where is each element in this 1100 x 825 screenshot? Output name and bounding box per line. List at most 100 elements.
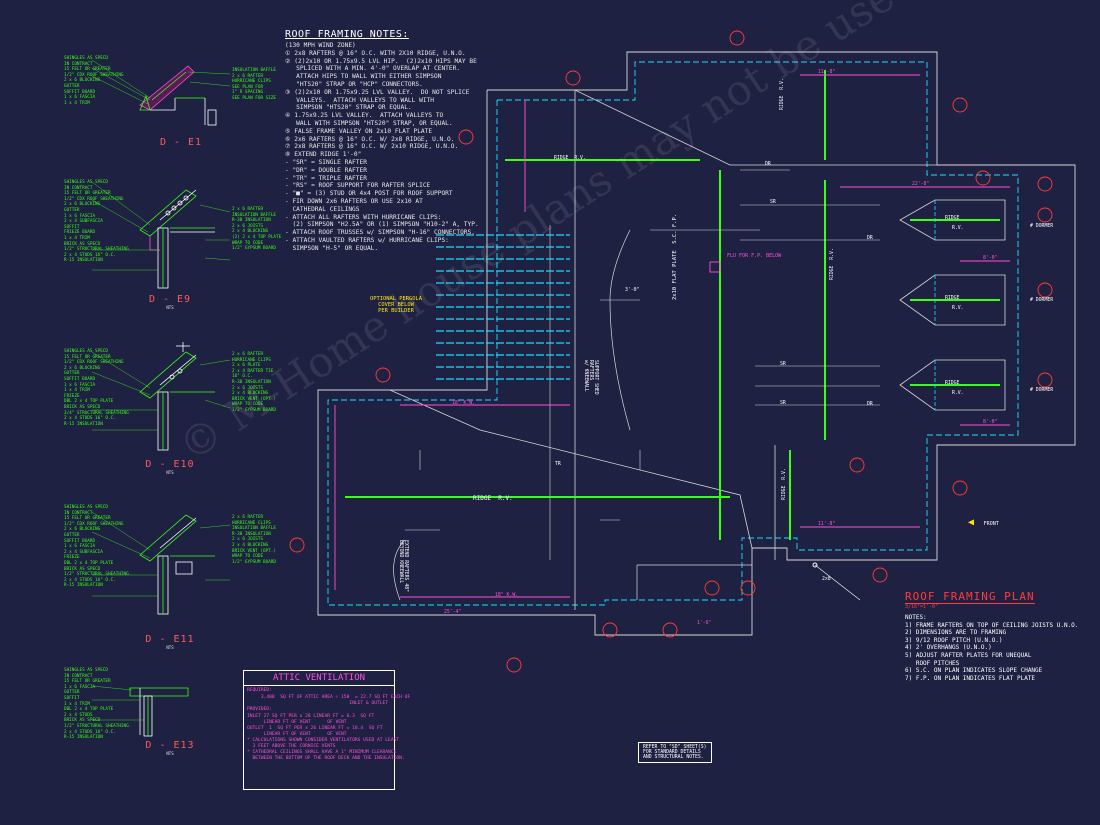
- detail-drawing-e9: [91, 181, 231, 289]
- roof-note-line: SIMPSON "H-5" OR EQUAL.: [285, 244, 379, 252]
- pergola-rafters: [436, 234, 570, 380]
- dormer-tag-2: # DORMER: [1030, 298, 1054, 303]
- detail-label: SHINGLES AS SPECD: [64, 180, 108, 185]
- plan-scale: 3/16"=1'-0": [905, 604, 939, 610]
- detail-e11-title: D - E11: [145, 634, 195, 645]
- sr-label-1: SR: [770, 200, 776, 205]
- detail-label: 2 x 4 STUDS 16" O.C.: [64, 416, 116, 422]
- detail-label: 2 x 6 BLOCKING: [64, 202, 101, 208]
- detail-label: 15 FELT OR GREATER: [64, 516, 111, 522]
- detail-label: SEE PLAN FOR SIZE: [232, 95, 276, 101]
- detail-label: 1/2" CDX ROOF SHEATHING: [64, 196, 124, 202]
- detail-label: 2 x 6 JOISTS: [232, 537, 264, 543]
- detail-label: 1/2" GYPSUM BOARD: [232, 246, 276, 252]
- dim-right-mid: 8'-0": [983, 256, 998, 261]
- plan-note: 1) FRAME RAFTERS ON TOP OF CEILING JOIST…: [905, 621, 1079, 629]
- detail-e9-scale: NTS: [166, 305, 174, 310]
- plan-note: 6) S.C. ON PLAN INDICATES SLOPE CHANGE: [905, 667, 1043, 675]
- front-label: FRONT: [983, 521, 999, 527]
- ridge-label-upper: RIDGE R.V.: [554, 156, 586, 161]
- front-arrow-icon: ◀: [968, 517, 975, 528]
- detail-label: 1/2" GYPSUM BOARD: [232, 407, 276, 413]
- detail-label: 1/2" GYPSUM BOARD: [232, 559, 276, 565]
- pergola-note: OPTIONAL PERGOLA COVER BELOW PER BUILDER: [370, 296, 422, 314]
- detail-label: SOFFIT BOARD: [64, 376, 96, 382]
- detail-label: 1 x 4 TRIM: [64, 100, 90, 106]
- detail-label: 1 x 4 TRIM: [64, 388, 90, 394]
- detail-label: 2 x 4 BLOCKING: [232, 229, 269, 235]
- detail-label: 1/2" STRUCTURAL SHEATHING: [64, 572, 129, 578]
- ridge-vertical-label: RIDGE R.V.: [830, 248, 835, 280]
- detail-label: GUTTER: [64, 207, 80, 213]
- roof-note-line: ⑧ EXTEND RIDGE 1'-0": [285, 151, 362, 159]
- attic-row: * CATHEDRAL CEILINGS SHALL HAVE A 1" MIN…: [247, 750, 397, 755]
- kw-label-top: 18" K.W.: [452, 401, 476, 406]
- detail-e10-title: D - E10: [145, 459, 195, 470]
- roof-note-line: SPLICED WITH A MIN. 4'-0" OVERLAP AT CEN…: [285, 65, 461, 73]
- roof-note-line: - "DR" = DOUBLE RAFTER: [285, 166, 367, 174]
- detail-label: DBL 2 x 4 TOP PLATE: [64, 707, 114, 713]
- detail-e13-title-block: D - E13 NTS: [140, 740, 200, 756]
- detail-e9-title: D - E9: [148, 294, 192, 305]
- detail-label: 2 x 4 STUDS 16" O.C.: [64, 577, 116, 583]
- attic-row: INLET & OUTLET: [247, 701, 389, 706]
- attic-row: 3,408 SQ FT OF ATTIC AREA ÷ 150 = 22.7 S…: [247, 695, 411, 700]
- detail-label: GUTTER: [64, 532, 80, 538]
- detail-label: BRICK VENT (OPT.): [232, 396, 276, 402]
- detail-label: (2) 2 x 4 TOP PLATE: [232, 234, 282, 240]
- roof-note-line: - ATTACH ROOF TRUSSES w/ SIMPSON "H-16" …: [285, 229, 475, 237]
- detail-label: SOFFIT: [64, 224, 80, 230]
- roof-note-line: ⑥ 2x6 RAFTERS @ 16" O.C. W/ 2x8 RIDGE, U…: [285, 135, 455, 143]
- roof-note-line: - "TR" = TRIPLE RAFTER: [285, 174, 367, 182]
- detail-callouts: [289, 30, 1053, 673]
- detail-label: 2 x 4 STUDS 16" O.C.: [64, 252, 116, 258]
- detail-label: 1 x 6 FASCIA: [64, 213, 96, 219]
- detail-e9-title-block: D - E9 NTS: [140, 294, 200, 310]
- detail-label: IN CONTRACT: [64, 510, 93, 516]
- detail-label: SHINGLES AS SPECD: [64, 668, 108, 673]
- detail-label: FRIEZE: [64, 555, 80, 561]
- dim-bottom: 25'-4": [444, 610, 462, 615]
- attic-row: BETWEEN THE BOTTOM OF THE ROOF DECK AND …: [247, 756, 405, 761]
- detail-label: 2 x 6 BLOCKING: [64, 365, 101, 371]
- detail-e10-title-block: D - E10 NTS: [140, 459, 200, 475]
- detail-e13-scale: NTS: [166, 751, 174, 756]
- attic-row: 3 FEET ABOVE THE CORNICE VENTS: [247, 744, 336, 749]
- dormer-ridge-1: RIDGE: [945, 216, 960, 221]
- detail-label: FRIEZE: [64, 393, 80, 399]
- dr-label-1: DR: [765, 162, 771, 167]
- detail-label: 1/2" STRUCTURAL SHEATHING: [64, 723, 129, 729]
- ridge-label-left: RIDGE R.V.: [473, 495, 513, 502]
- detail-label: 1 x 6 FASCIA: [64, 382, 96, 388]
- plan-notes: 1) FRAME RAFTERS ON TOP OF CEILING JOIST…: [905, 622, 1095, 683]
- attic-row: INLET 27 SQ FT PER x 28 LINEAR FT = 6.3 …: [247, 714, 375, 719]
- kw-label-bottom: 18" K.W.: [495, 593, 519, 598]
- plan-note: 3) 9/12 ROOF PITCH (U.N.O.): [905, 636, 1003, 644]
- dormers: [899, 199, 1006, 411]
- roof-note-line: ⑦ 2x8 RAFTERS @ 16" O.C. W/ 2x10 RIDGE, …: [285, 143, 459, 151]
- detail-label: FRIEZE BOARD: [64, 230, 96, 236]
- attic-row: REQUIRED:: [247, 688, 272, 693]
- detail-label: 2 x 4 STUDS: [64, 712, 93, 718]
- detail-label: R-38 INSULATION: [232, 531, 271, 537]
- roof-note-line: ① 2x8 RAFTERS @ 16" O.C. WITH 2X10 RIDGE…: [285, 49, 466, 57]
- dormer-rv-1: R.V.: [952, 226, 964, 231]
- detail-label: 2 x 6 BLOCKING: [64, 78, 101, 84]
- detail-label: BRICK AS SPECD: [64, 404, 101, 410]
- attic-rows: REQUIRED: 3,408 SQ FT OF ATTIC AREA ÷ 15…: [244, 686, 411, 764]
- eave-outline: [317, 51, 1076, 636]
- detail-label: GUTTER: [64, 83, 80, 89]
- attic-row: PROVIDED:: [247, 707, 272, 712]
- dr-label-3: DR: [867, 402, 873, 407]
- detail-label: R-15 INSULATION: [64, 735, 103, 741]
- detail-label: HURRICANE CLIPS: [232, 357, 271, 363]
- attic-row: LINEAR FT OF VENT OF VENT: [247, 732, 347, 737]
- roof-note-line: CATHEDRAL CEILINGS: [285, 205, 360, 213]
- detail-label: 2 x 6 RAFTER: [232, 73, 264, 79]
- roof-framing-notes: ROOF FRAMING NOTES: (130 MPH WIND ZONE)①…: [285, 29, 485, 253]
